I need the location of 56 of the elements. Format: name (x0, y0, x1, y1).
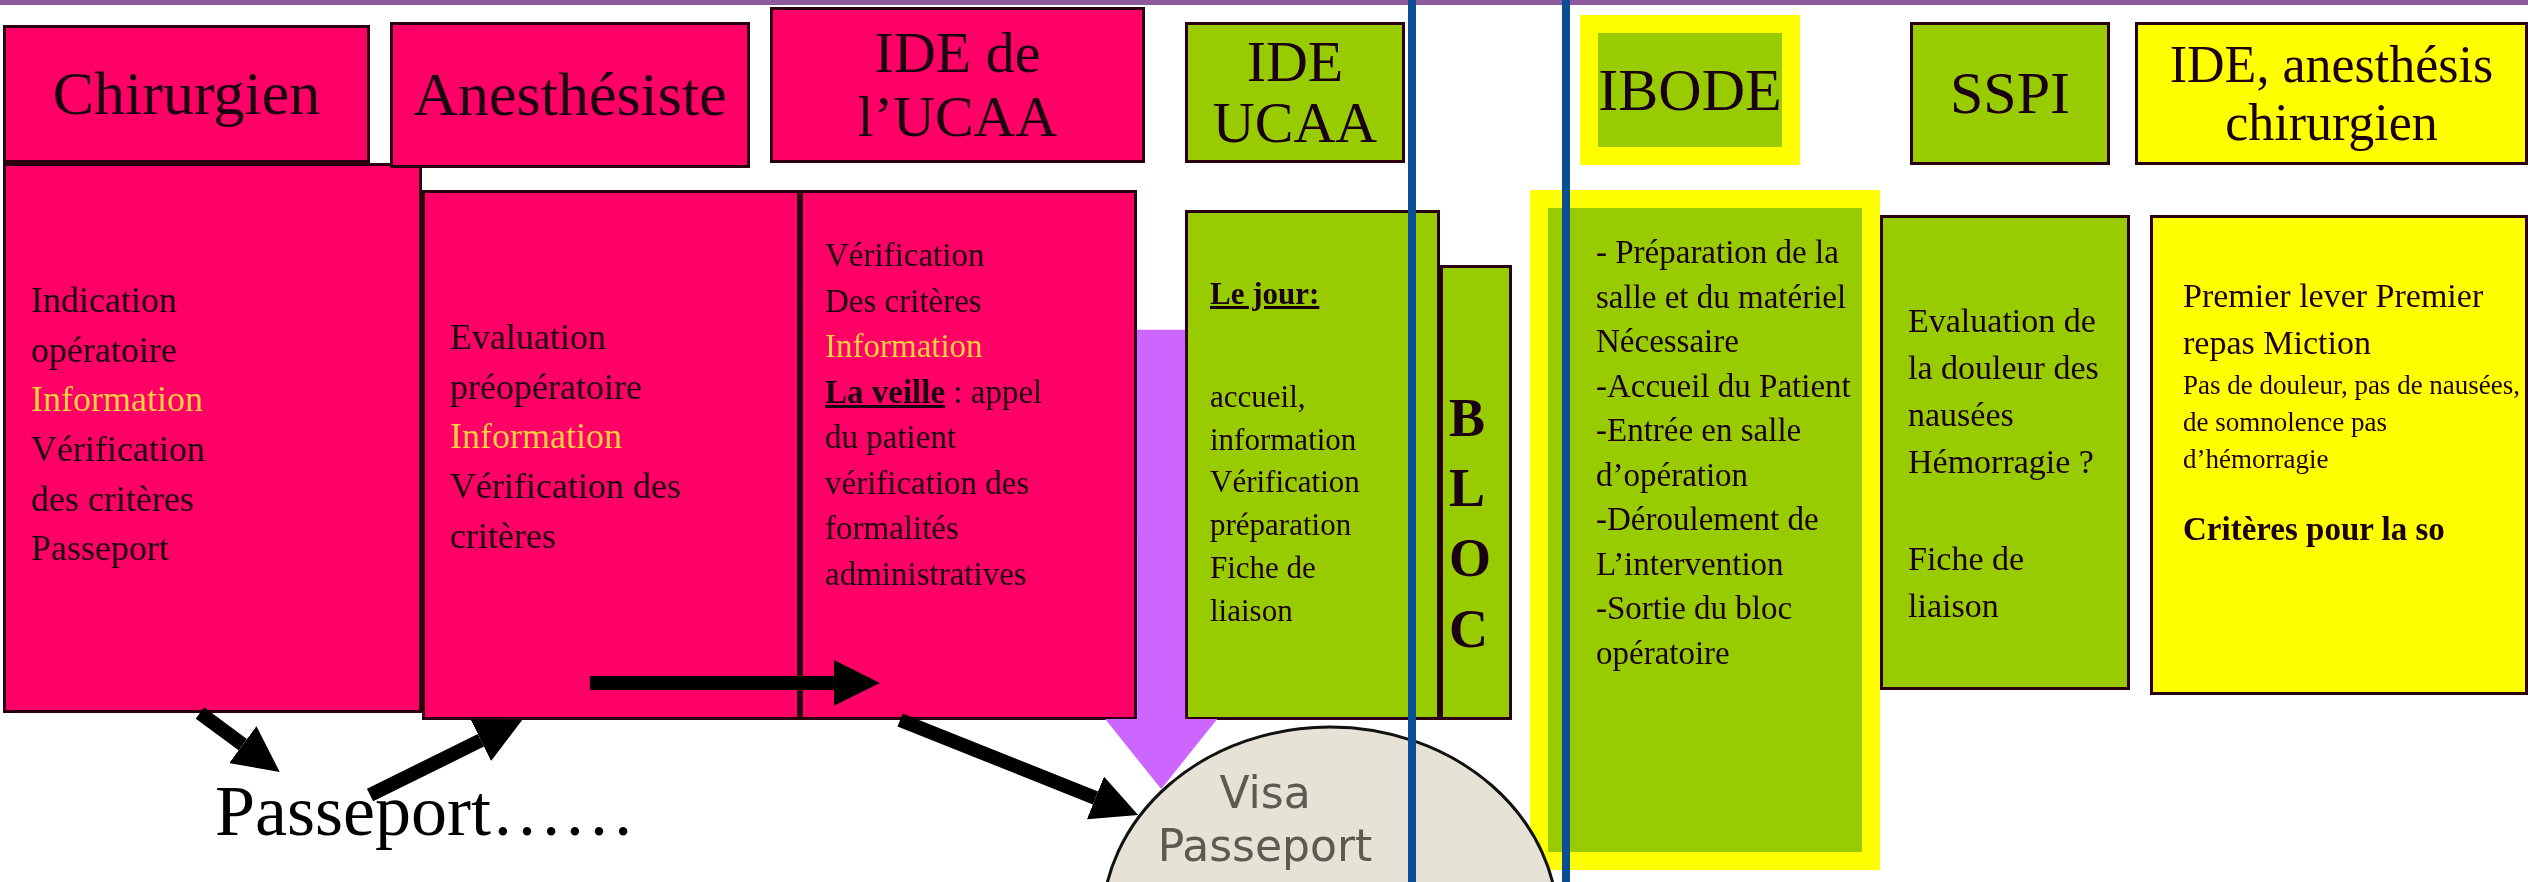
task-text: administratives (825, 554, 1028, 594)
task-text: Vérification des critères (450, 465, 682, 558)
role-header (390, 22, 750, 168)
task-panel (2150, 215, 2528, 695)
task-text: Des critères (825, 281, 983, 321)
role-title: Anesthésiste (413, 59, 727, 131)
task-text: Premier lever Premier repas Miction (2183, 276, 2485, 363)
role-header (770, 7, 1145, 163)
stage-title: BLOC (1449, 387, 1492, 661)
role-title: IDE de l’UCAA (856, 21, 1059, 149)
task-text: Fiche de liaison (1908, 538, 2026, 626)
task-text: Indication opératoire (31, 279, 178, 372)
passport-label: Passeport…… (215, 770, 636, 853)
role-title: IBODE (1598, 55, 1782, 125)
task-text: Evaluation préopératoire (450, 316, 643, 409)
task-panel (422, 190, 800, 720)
task-text: La veille : appel (825, 372, 1044, 412)
task-text: formalités (825, 509, 960, 549)
role-title: Chirurgien (52, 58, 321, 130)
task-text: -Accueil du Patient (1596, 366, 1852, 406)
task-text: -Entrée en salle d’opération (1596, 411, 1803, 495)
role-title: IDE, anesthésis chirurgien (2168, 36, 2495, 151)
role-title: IDE UCAA (1211, 31, 1379, 154)
task-panel (800, 190, 1137, 720)
task-panel (1880, 215, 2130, 690)
task-text: Evaluation de la douleur des nausées Hémorragie ? (1908, 301, 2100, 482)
role-header (1580, 15, 1800, 165)
role-header (1910, 22, 2110, 165)
task-panel (1185, 210, 1440, 720)
arrow (1105, 329, 1218, 790)
arrow (897, 713, 1139, 820)
role-header (2135, 22, 2528, 165)
role-header (1185, 22, 1405, 163)
task-text: -Déroulement de L’intervention (1596, 500, 1820, 584)
task-text: Le jour: (1210, 275, 1321, 313)
task-text: - Préparation de la salle et du matériel Nécessaire (1596, 233, 1848, 362)
arrow (589, 659, 880, 706)
stage-band (1440, 265, 1512, 720)
oval-label: Visa Passeport (1156, 767, 1374, 873)
task-text: Vérification des critères Passeport (31, 428, 206, 571)
task-text: Vérification (825, 236, 986, 275)
highlighted-text: Information (450, 415, 623, 459)
arrow (366, 719, 523, 802)
task-panel (1530, 190, 1880, 870)
task-panel (3, 163, 422, 713)
task-text: Pas de douleur, pas de nausées, de somnolence pas d’hémorragie (2183, 368, 2522, 477)
arrow (195, 707, 280, 772)
task-text: du patient (825, 418, 958, 458)
task-text: Critères pour la so (2183, 509, 2446, 549)
task-text: vérification des (825, 463, 1031, 503)
role-header (3, 25, 370, 163)
task-text: accueil, information Vérification préparation Fiche de liaison (1210, 377, 1361, 630)
highlighted-text: Information (825, 327, 984, 367)
highlighted-text: Information (31, 378, 204, 422)
task-text: -Sortie du bloc opératoire (1596, 589, 1794, 673)
role-title: SSPI (1949, 59, 2071, 128)
